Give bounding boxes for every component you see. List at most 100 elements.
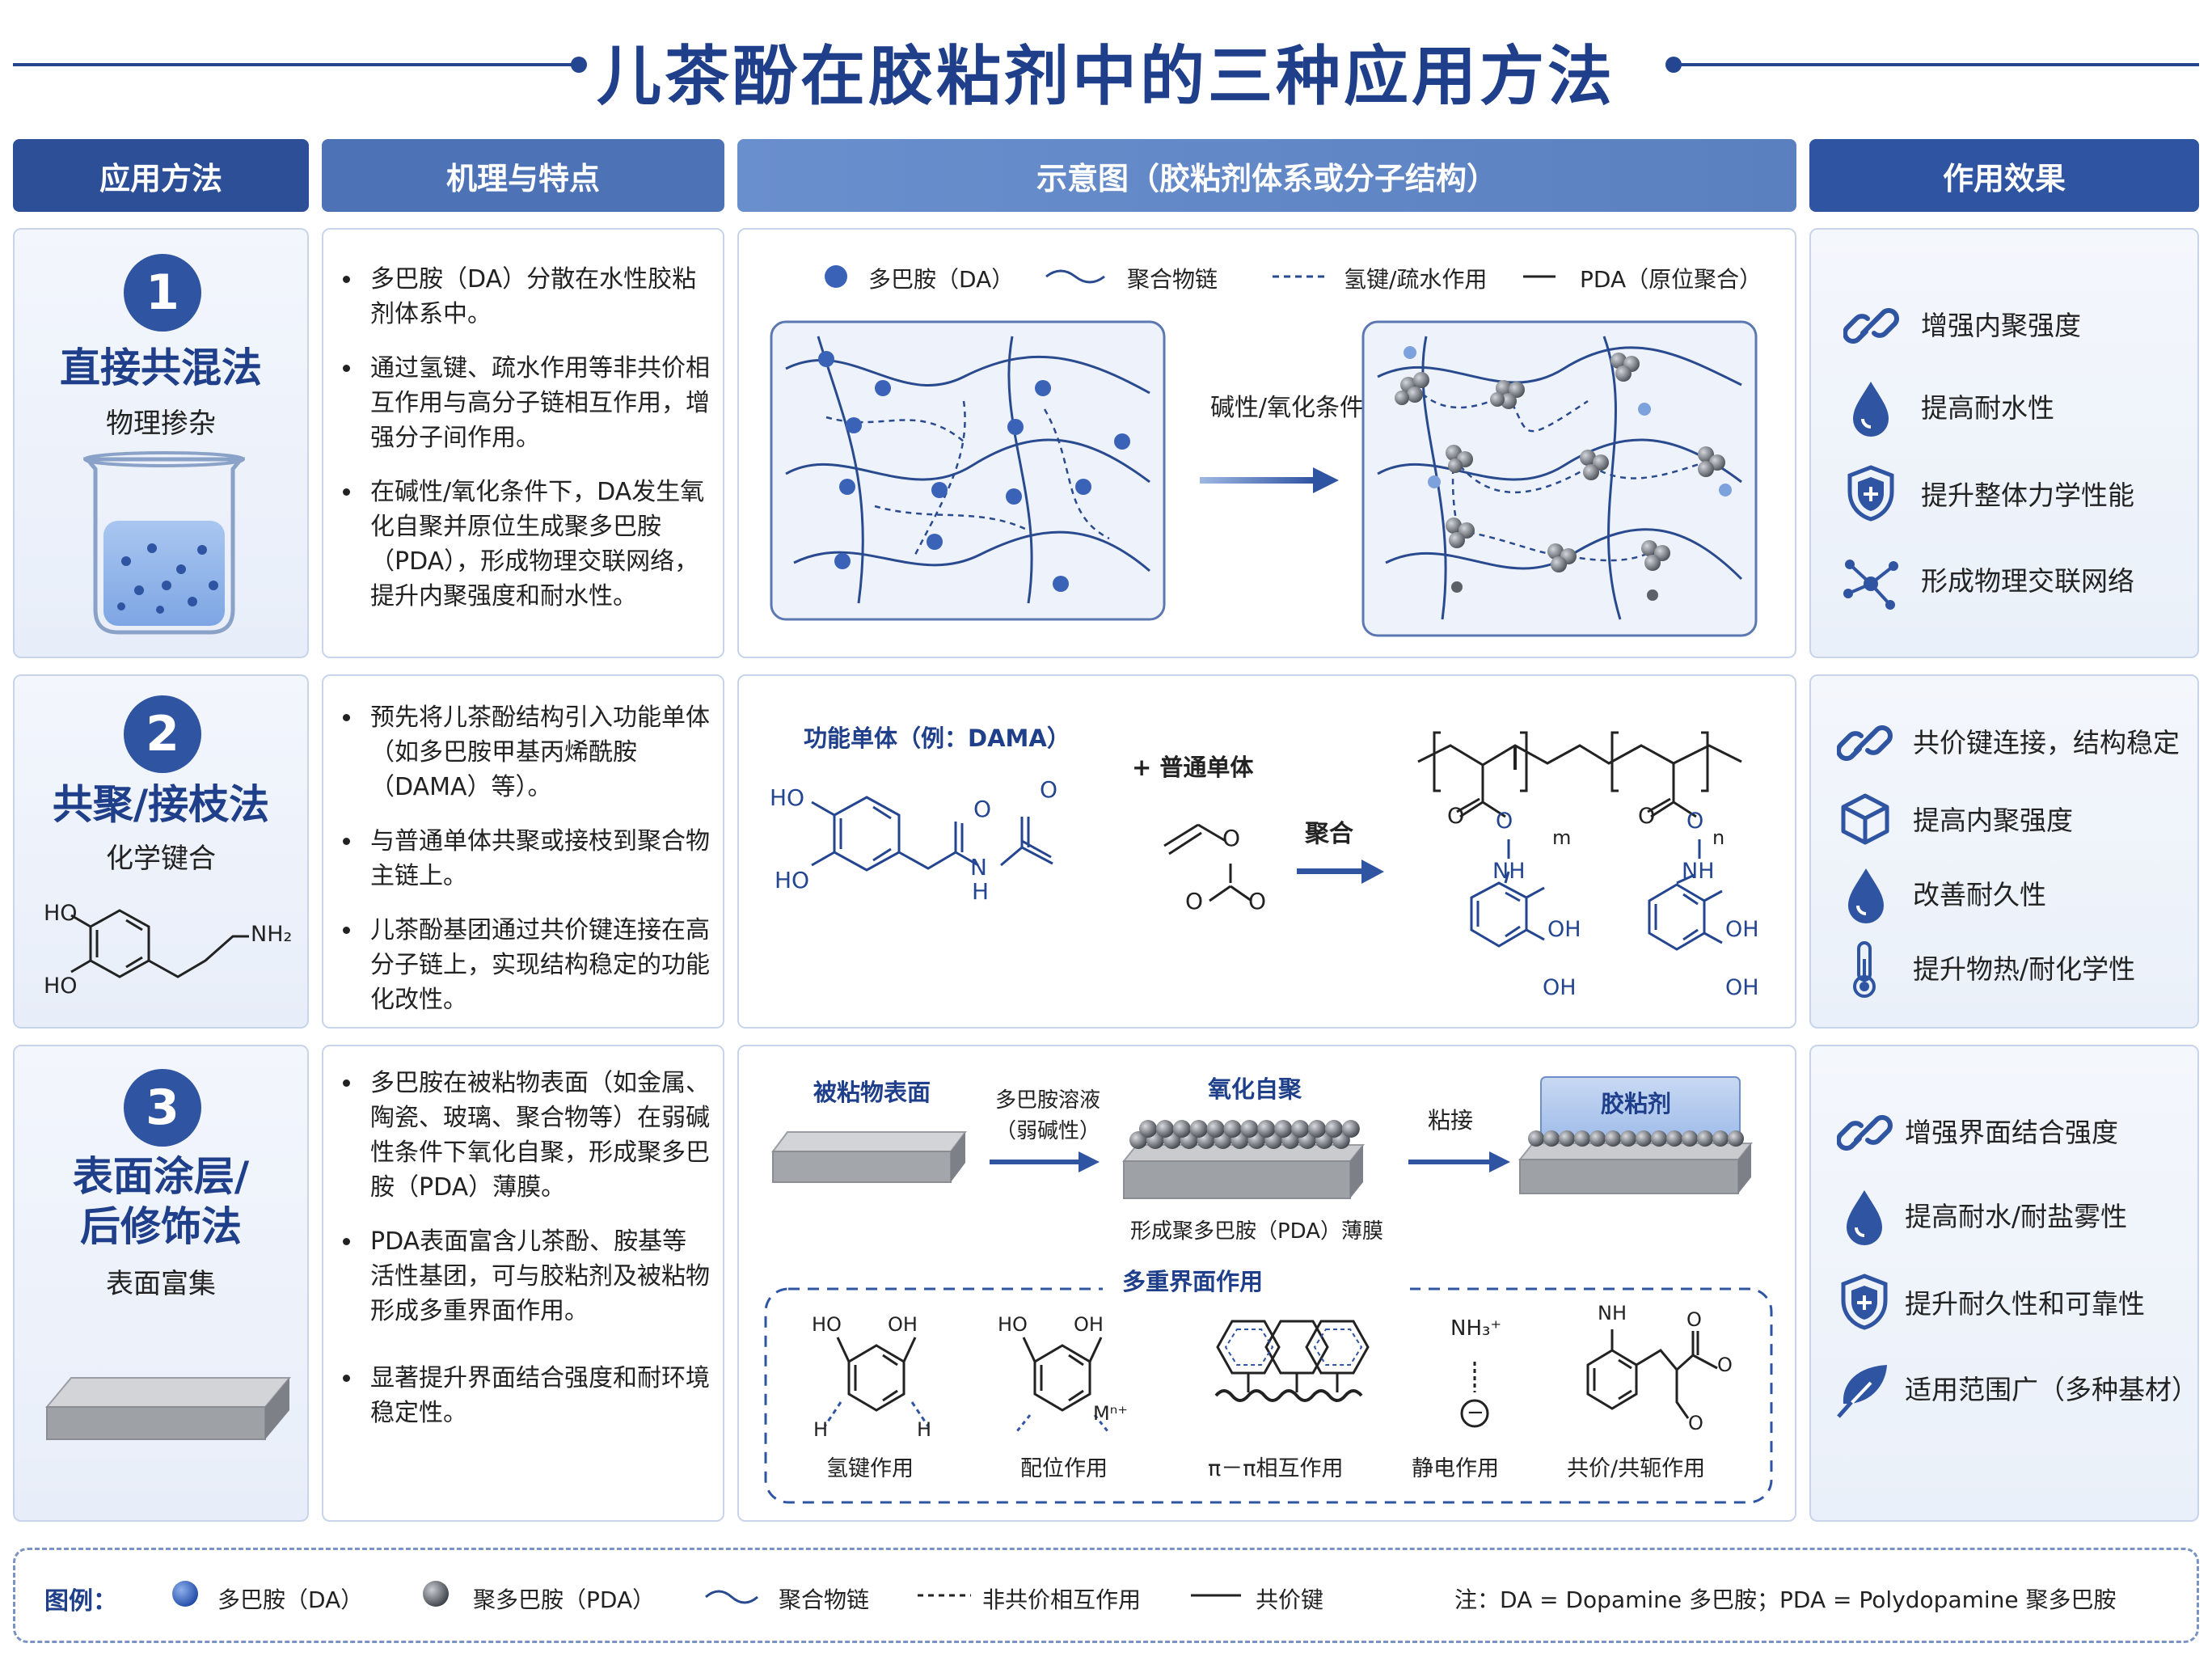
row3-substrate-label: 被粘物表面 — [813, 1079, 931, 1106]
interface-box — [764, 1276, 1773, 1504]
row2-bullet-2: 与普通单体共聚或接枝到聚合物主链上。 — [343, 824, 710, 893]
row2-bullet-3: 儿茶酚基团通过共价键连接在高分子链上，实现结构稳定的功能化改性。 — [343, 913, 710, 1017]
dopamine-molecule — [70, 909, 249, 978]
row3-hb-h1: H — [813, 1418, 829, 1441]
pda-particle — [1528, 1130, 1544, 1147]
row2-poly-o4: O — [1686, 809, 1704, 834]
coordination-structure — [1015, 1337, 1109, 1432]
row2-mol-ho2: HO — [44, 974, 78, 999]
row2-poly-o3: O — [1638, 804, 1656, 829]
row2-dama-ho1: HO — [770, 784, 805, 811]
row3-co-metal: Mⁿ⁺ — [1093, 1402, 1128, 1425]
page-title: 儿茶酚在胶粘剂中的三种应用方法 — [597, 39, 1615, 114]
row2-dama-ho2: HO — [775, 867, 810, 893]
row1-arrow-label: 碱性/氧化条件 — [1209, 394, 1365, 422]
row1-number-badge: 1 — [124, 254, 201, 332]
pda-cluster-3 — [1610, 353, 1640, 382]
row1-method-sub: 物理掺杂 — [106, 408, 216, 440]
row3-es-nh3: NH₃⁺ — [1450, 1316, 1502, 1341]
row3-method-cell: 3 表面涂层/ 后修饰法 表面富集 — [13, 1045, 309, 1522]
pda-particle — [1682, 1130, 1698, 1147]
row2-number-badge: 2 — [124, 695, 201, 773]
thermometer-icon — [1853, 941, 1876, 998]
row3-effect-4: 适用范围广（多种基材） — [1905, 1374, 2198, 1405]
row2-arrow-label: 聚合 — [1305, 820, 1353, 848]
row3-effect-3: 提升耐久性和可靠性 — [1905, 1288, 2145, 1320]
row1-effect-4: 形成物理交联网络 — [1921, 565, 2134, 597]
row2-poly-o1: O — [1447, 804, 1465, 829]
water-drop-icon — [1853, 382, 1889, 437]
title-line-right — [1674, 63, 2199, 66]
copolymer-structure — [1417, 731, 1742, 951]
row1-diagram-legend — [825, 265, 1556, 288]
row3-arrow-2 — [1408, 1151, 1510, 1172]
row3-effect-2: 提高耐水/耐盐雾性 — [1905, 1201, 2128, 1232]
pda-particle — [1728, 1130, 1744, 1147]
row3-cv-nh: NH — [1598, 1302, 1627, 1324]
pda-particle — [1240, 1120, 1259, 1138]
row1-bullet-2: 通过氢键、疏水作用等非共价相互作用与高分子链相互作用，增强分子间作用。 — [343, 351, 710, 455]
pda-cluster-6 — [1698, 446, 1725, 477]
row2-poly-oh2: OH — [1543, 975, 1577, 1000]
pda-particle — [1620, 1130, 1636, 1147]
pda-cluster-1 — [1395, 372, 1429, 405]
link-icon — [1837, 1115, 1893, 1151]
row3-co-oh: OH — [1074, 1313, 1104, 1336]
pda-particle — [1139, 1120, 1157, 1138]
row1-effect-cell: 增强内聚强度 提高耐水性 提升整体力学性能 形成物理交联网络 — [1809, 228, 2199, 658]
footer-item-chain: 聚合物链 — [779, 1586, 870, 1613]
footer-item-da: 多巴胺（DA） — [217, 1586, 364, 1613]
row2-dama-o1: O — [973, 796, 992, 822]
row3-bond-label: 粘接 — [1428, 1107, 1474, 1134]
row2-poly-nh2: NH — [1682, 859, 1715, 884]
row2-effect-cell: 共价键连接，结构稳定 提高内聚强度 改善耐久性 提升物热/耐化学性 — [1809, 674, 2199, 1029]
row3-effect-cell: 增强界面结合强度 提高耐水/耐盐雾性 提升耐久性和可靠性 适用范围广（多种基材） — [1809, 1045, 2199, 1522]
row1-effect-1: 增强内聚强度 — [1921, 310, 2081, 341]
row1-effect-3: 提升整体力学性能 — [1921, 479, 2134, 511]
footer-chain-swatch — [705, 1590, 758, 1604]
row3-co-ho: HO — [998, 1313, 1028, 1336]
pda-particle — [1206, 1120, 1225, 1138]
link-icon — [1843, 308, 1899, 344]
pi-pi-structure — [1214, 1320, 1370, 1402]
row3-interface-title: 多重界面作用 — [1122, 1268, 1264, 1295]
row3-bullet-3: 显著提升界面结合强度和耐环境稳定性。 — [343, 1361, 710, 1430]
row3-method-name-line2: 后修饰法 — [80, 1203, 242, 1250]
row3-bonded-stack — [1518, 1076, 1754, 1194]
row3-solution-line1: 多巴胺溶液 — [994, 1088, 1100, 1113]
row3-bare-substrate — [771, 1131, 967, 1183]
row2-bullet-1: 预先将儿茶酚结构引入功能单体（如多巴胺甲基丙烯酰胺（DAMA）等）。 — [343, 700, 710, 805]
cube-icon — [1841, 793, 1889, 845]
electrostatic-structure — [1460, 1362, 1489, 1428]
pda-particle — [1189, 1120, 1208, 1138]
row2-method-name: 共聚/接枝法 — [52, 781, 270, 828]
row2-monomer-title: 功能单体（例：DAMA） — [804, 724, 1070, 752]
row3-diagram-cell: 被粘物表面 多巴胺溶液 （弱碱性） 氧化自聚 形成聚多巴胺（PDA）薄膜 粘接 … — [737, 1045, 1796, 1522]
row3-number-badge: 3 — [124, 1069, 201, 1147]
pda-cluster-4 — [1446, 445, 1473, 473]
row2-effect-4: 提升物热/耐化学性 — [1913, 953, 2136, 985]
row3-hb-oh: OH — [888, 1313, 918, 1336]
hbond-structure — [823, 1337, 930, 1427]
header-method: 应用方法 — [13, 139, 309, 212]
header-diagram: 示意图（胶粘剂体系或分子结构） — [737, 139, 1796, 212]
row3-cv-o1: O — [1686, 1308, 1702, 1331]
dama-molecule — [811, 796, 1053, 872]
footer-da-swatch — [172, 1581, 198, 1607]
row3-es-minus: − — [1467, 1400, 1484, 1425]
row2-mol-nh2: NH₂ — [251, 922, 293, 947]
pda-particle — [1636, 1130, 1652, 1147]
row2-poly-n: n — [1712, 826, 1725, 849]
row1-method-name: 直接共混法 — [60, 344, 262, 391]
water-drop-icon — [1848, 868, 1884, 923]
row2-mechanism-cell: 预先将儿茶酚结构引入功能单体（如多巴胺甲基丙烯酰胺（DAMA）等）。 与普通单体… — [322, 674, 724, 1029]
pda-particle — [1155, 1120, 1174, 1138]
footer-item-covalent: 共价键 — [1256, 1586, 1324, 1613]
row1-legend-da: 多巴胺（DA） — [868, 266, 1015, 293]
footer-note: 注：DA = Dopamine 多巴胺；PDA = Polydopamine 聚… — [1454, 1586, 2117, 1613]
row2-poly-oh4: OH — [1725, 975, 1759, 1000]
title-bar: 儿茶酚在胶粘剂中的三种应用方法 — [0, 16, 2212, 114]
row2-poly-oh3: OH — [1725, 917, 1759, 942]
pda-particle — [1257, 1120, 1276, 1138]
pda-particle — [1712, 1130, 1729, 1147]
